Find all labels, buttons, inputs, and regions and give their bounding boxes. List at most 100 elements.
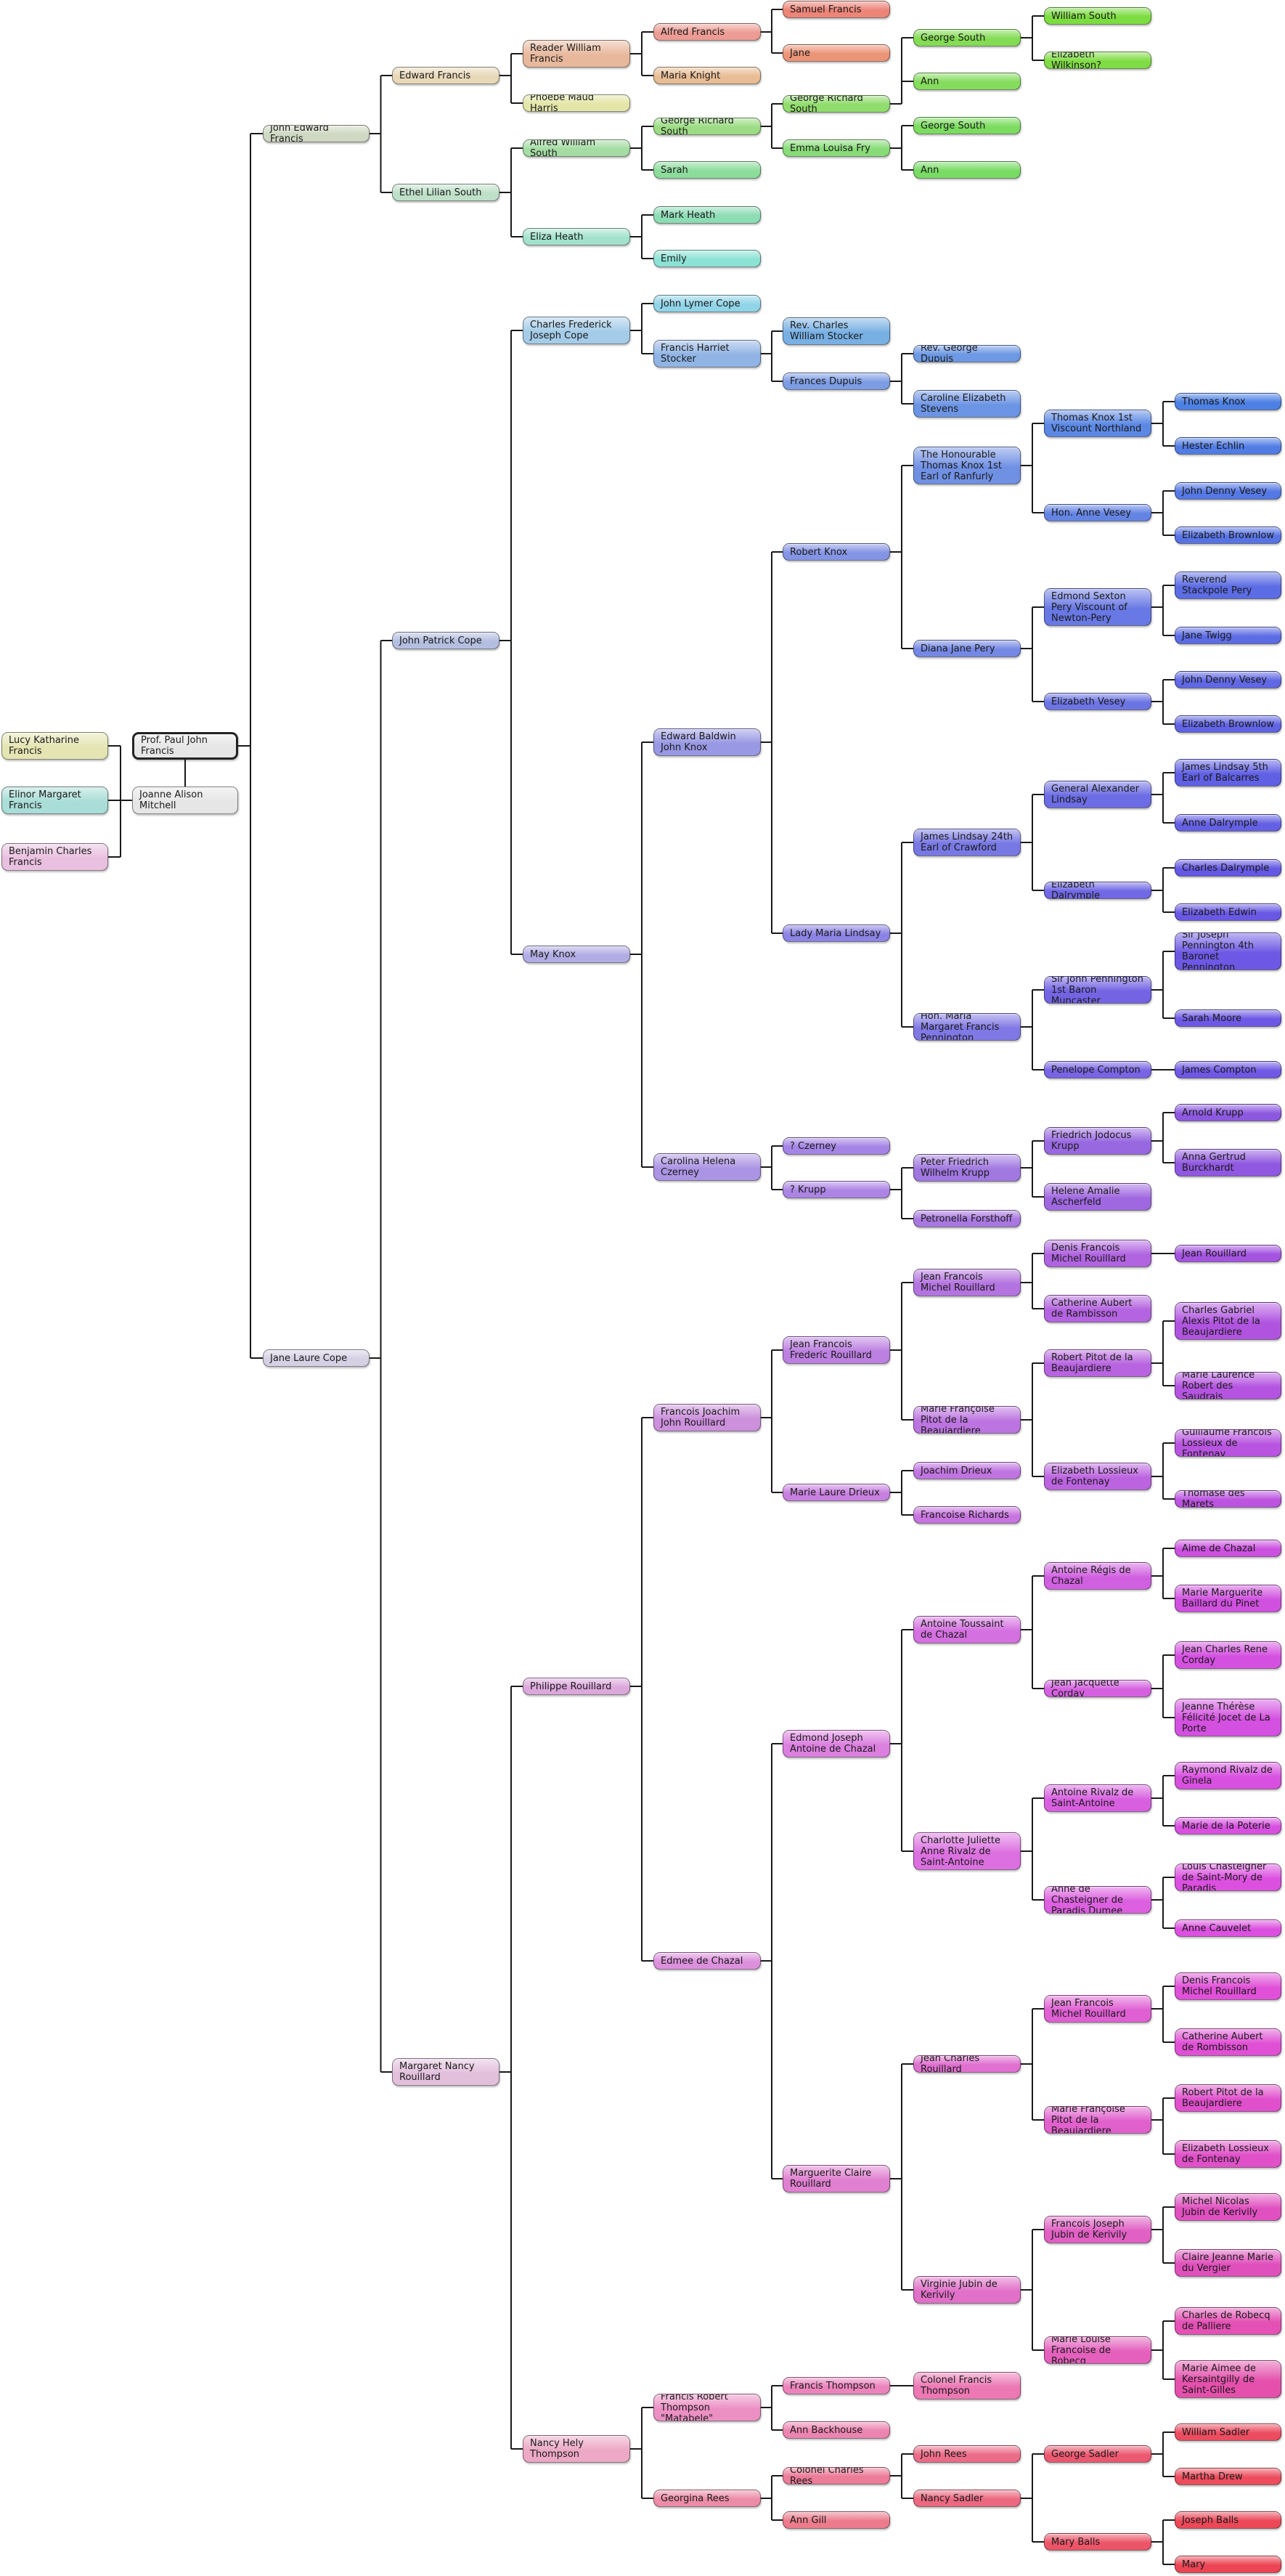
person-node[interactable]: Frances Dupuis	[783, 373, 890, 390]
person-node[interactable]: Caroline Elizabeth Stevens	[913, 390, 1021, 418]
person-node[interactable]: Louis Chasteigner de Saint-Mory de Parad…	[1175, 1864, 1281, 1891]
person-node[interactable]: John Denny Vesey	[1175, 482, 1281, 500]
person-node[interactable]: Benjamin Charles Francis	[1, 843, 108, 871]
person-node[interactable]: Nancy Sadler	[913, 2490, 1021, 2507]
person-node[interactable]: The Honourable Thomas Knox 1st Earl of R…	[913, 447, 1021, 484]
person-node[interactable]: Aime de Chazal	[1175, 1540, 1281, 1557]
person-node[interactable]: Jean Francois Michel Rouillard	[1044, 1995, 1151, 2023]
person-node[interactable]: Francoise Richards	[913, 1506, 1021, 1524]
person-node[interactable]: Samuel Francis	[783, 1, 890, 18]
person-node[interactable]: Jean Charles Rouillard	[913, 2055, 1021, 2073]
person-node[interactable]: Marie Laurence Robert des Saudrais	[1175, 1372, 1281, 1399]
person-node[interactable]: Marie Françoise Pitot de la Beaujardiere	[913, 1406, 1021, 1434]
person-node[interactable]: James Lindsay 5th Earl of Balcarres	[1175, 759, 1281, 787]
person-node[interactable]: Anne de Chasteigner de Paradis Dumee	[1044, 1886, 1151, 1914]
person-node[interactable]: Elizabeth Brownlow	[1175, 715, 1281, 733]
person-node[interactable]: ? Czerney	[783, 1137, 890, 1155]
person-node[interactable]: Ann	[913, 73, 1021, 90]
person-node[interactable]: Catherine Aubert de Rombisson	[1175, 2028, 1281, 2056]
person-node[interactable]: Marie Françoise Pitot de la Beaujardiere	[1044, 2106, 1151, 2134]
person-node[interactable]: Elizabeth Dalrymple	[1044, 882, 1151, 899]
person-node[interactable]: Mary Balls	[1044, 2533, 1151, 2551]
person-node[interactable]: Rev. George Dupuis	[913, 345, 1021, 362]
person-node[interactable]: Hon. Anne Vesey	[1044, 504, 1151, 521]
person-node[interactable]: Michel Nicolas Jubin de Kerivily	[1175, 2193, 1281, 2221]
person-node[interactable]: Mark Heath	[653, 206, 761, 224]
person-node[interactable]: John Rees	[913, 2445, 1021, 2463]
person-node[interactable]: Robert Pitot de la Beaujardiere	[1175, 2084, 1281, 2112]
person-node[interactable]: Sarah Moore	[1175, 1009, 1281, 1027]
person-node[interactable]: Reverend Stackpole Pery	[1175, 572, 1281, 599]
person-node[interactable]: Alfred Francis	[653, 23, 761, 41]
person-node[interactable]: Jane Twigg	[1175, 627, 1281, 644]
person-node[interactable]: Joanne Alison Mitchell	[132, 787, 238, 814]
person-node[interactable]: George South	[913, 29, 1021, 46]
person-node[interactable]: Charlotte Juliette Anne Rivalz de Saint-…	[913, 1832, 1021, 1870]
person-node[interactable]: Ethel Lilian South	[392, 184, 499, 201]
person-node[interactable]: Rev. Charles William Stocker	[783, 317, 890, 345]
person-node[interactable]: Joachim Drieux	[913, 1462, 1021, 1479]
person-node[interactable]: Jane	[783, 44, 890, 62]
person-node[interactable]: Elizabeth Brownlow	[1175, 527, 1281, 544]
person-node[interactable]: Ann Backhouse	[783, 2421, 890, 2439]
person-node[interactable]: Denis Francois Michel Rouillard	[1044, 1240, 1151, 1267]
person-node[interactable]: General Alexander Lindsay	[1044, 781, 1151, 808]
person-node[interactable]: Jeanne Thérèse Félicité Jocet de La Port…	[1175, 1699, 1281, 1736]
person-node[interactable]: Emma Louisa Fry	[783, 139, 890, 157]
person-node[interactable]: Martha Drew	[1175, 2468, 1281, 2485]
person-node[interactable]: Catherine Aubert de Rambisson	[1044, 1295, 1151, 1322]
person-node[interactable]: Edmond Sexton Pery Viscount of Newton-Pe…	[1044, 588, 1151, 626]
person-node[interactable]: Sir John Pennington 1st Baron Muncaster	[1044, 976, 1151, 1004]
person-node[interactable]: Francois Joseph Jubin de Kerivily	[1044, 2216, 1151, 2243]
person-node[interactable]: Petronella Forsthoff	[913, 1210, 1021, 1227]
person-node[interactable]: Marguerite Claire Rouillard	[783, 2165, 890, 2193]
person-node[interactable]: Thomase des Marets	[1175, 1490, 1281, 1508]
person-node[interactable]: Sir Joseph Pennington 4th Baronet Pennin…	[1175, 933, 1281, 970]
person-node[interactable]: Emily	[653, 250, 761, 267]
person-node[interactable]: Jean Francois Frederic Rouillard	[783, 1336, 890, 1364]
person-node[interactable]: Eliza Heath	[523, 228, 630, 245]
person-node[interactable]: Marie Aimee de Kersaintgilly de Saint-Gi…	[1175, 2360, 1281, 2398]
person-node[interactable]: Jean Charles Rene Corday	[1175, 1641, 1281, 1669]
person-node[interactable]: William Sadler	[1175, 2423, 1281, 2441]
person-node[interactable]: Edward Baldwin John Knox	[653, 728, 761, 756]
person-node[interactable]: ? Krupp	[783, 1181, 890, 1198]
person-node[interactable]: Diana Jane Pery	[913, 640, 1021, 657]
person-node[interactable]: Charles Gabriel Alexis Pitot de la Beauj…	[1175, 1302, 1281, 1340]
person-node[interactable]: George South	[913, 117, 1021, 134]
person-node[interactable]: Anne Dalrymple	[1175, 814, 1281, 832]
person-node[interactable]: Nancy Hely Thompson	[523, 2435, 630, 2463]
person-node[interactable]: Francis Robert Thompson "Matabele"	[653, 2394, 761, 2421]
person-node[interactable]: Carolina Helena Czerney	[653, 1153, 761, 1181]
person-node[interactable]: Phoebe Maud Harris	[523, 94, 630, 112]
person-node[interactable]: Robert Knox	[783, 543, 890, 561]
person-node[interactable]: Reader William Francis	[523, 40, 630, 68]
person-node[interactable]: Anne Cauvelet	[1175, 1919, 1281, 1937]
person-node[interactable]: Edward Francis	[392, 67, 499, 84]
person-node[interactable]: Anna Gertrud Burckhardt	[1175, 1149, 1281, 1177]
person-node[interactable]: Penelope Compton	[1044, 1061, 1151, 1078]
person-node[interactable]: Sarah	[653, 161, 761, 179]
person-node[interactable]: John Lymer Cope	[653, 295, 761, 312]
person-node[interactable]: George Sadler	[1044, 2445, 1151, 2463]
person-node[interactable]: Antoine Régis de Chazal	[1044, 1562, 1151, 1590]
person-node[interactable]: May Knox	[523, 946, 630, 963]
person-node[interactable]: Raymond Rivalz de Ginela	[1175, 1762, 1281, 1789]
person-node[interactable]: Marie de la Poterie	[1175, 1817, 1281, 1835]
person-node[interactable]: Georgina Rees	[653, 2490, 761, 2507]
person-node[interactable]: Jean Jacquette Corday	[1044, 1680, 1151, 1697]
person-node[interactable]: Guillaume Francois Lossieux de Fontenay	[1175, 1429, 1281, 1457]
person-node[interactable]: Denis Francois Michel Rouillard	[1175, 1972, 1281, 2000]
person-node[interactable]: Marie Louise Francoise de Robecq	[1044, 2336, 1151, 2364]
person-node[interactable]: Jean Rouillard	[1175, 1245, 1281, 1262]
person-node[interactable]: Arnold Krupp	[1175, 1104, 1281, 1121]
person-node[interactable]: Elinor Margaret Francis	[1, 787, 108, 814]
person-node[interactable]: George Richard South	[783, 95, 890, 113]
person-node[interactable]: Margaret Nancy Rouillard	[392, 2058, 499, 2086]
person-node[interactable]: Claire Jeanne Marie du Vergier	[1175, 2249, 1281, 2277]
person-node[interactable]: Joseph Balls	[1175, 2511, 1281, 2529]
person-node[interactable]: Elizabeth Wilkinson?	[1044, 52, 1151, 69]
person-node[interactable]: Charles Frederick Joseph Cope	[523, 317, 630, 344]
person-node[interactable]: Colonel Charles Rees	[783, 2467, 890, 2484]
person-node[interactable]: Virginie Jubin de Kerivily	[913, 2276, 1021, 2304]
